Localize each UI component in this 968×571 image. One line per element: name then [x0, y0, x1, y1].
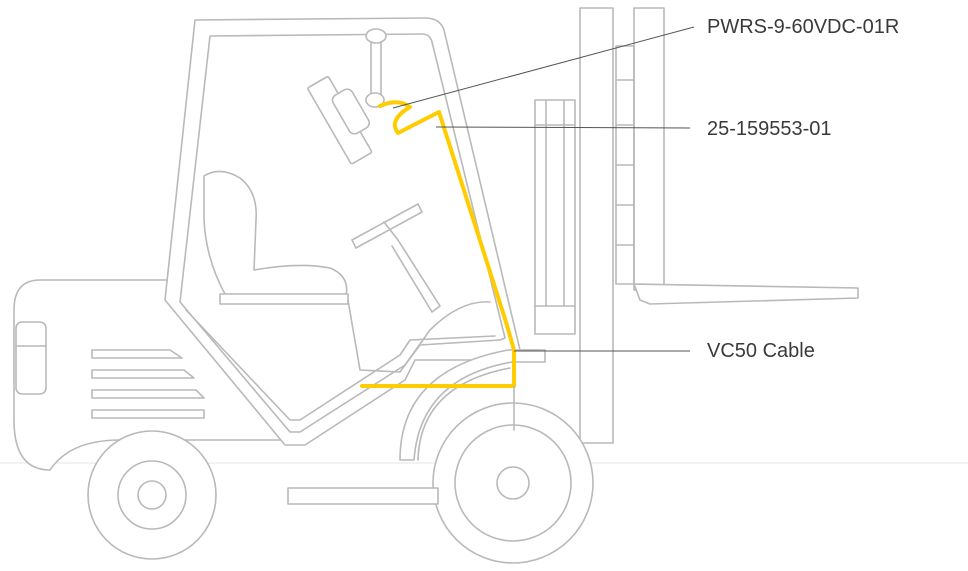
mast: [579, 7, 665, 444]
label-vc50-cable: VC50 Cable: [707, 340, 815, 362]
front-fender: [399, 349, 546, 461]
forks: [633, 283, 859, 305]
leader-power-supply: [392, 26, 695, 109]
steering-wheel: [351, 203, 441, 313]
cab-floor: [347, 299, 491, 373]
display-mount: [365, 28, 387, 108]
vehicle-computer: [307, 76, 373, 165]
lift-cylinder: [534, 99, 576, 335]
vc50-cable-route: [360, 100, 516, 388]
leader-cable-part: [435, 126, 691, 129]
operator-seat: [203, 170, 349, 305]
cab-frame: [164, 17, 541, 446]
front-wheel: [432, 402, 594, 564]
front-fender-inner: [417, 367, 511, 461]
label-power-supply: PWRS-9-60VDC-01R: [707, 16, 900, 38]
chassis-step: [287, 487, 439, 505]
rear-wheel: [87, 430, 217, 560]
label-cable-part: 25-159553-01: [707, 118, 832, 140]
